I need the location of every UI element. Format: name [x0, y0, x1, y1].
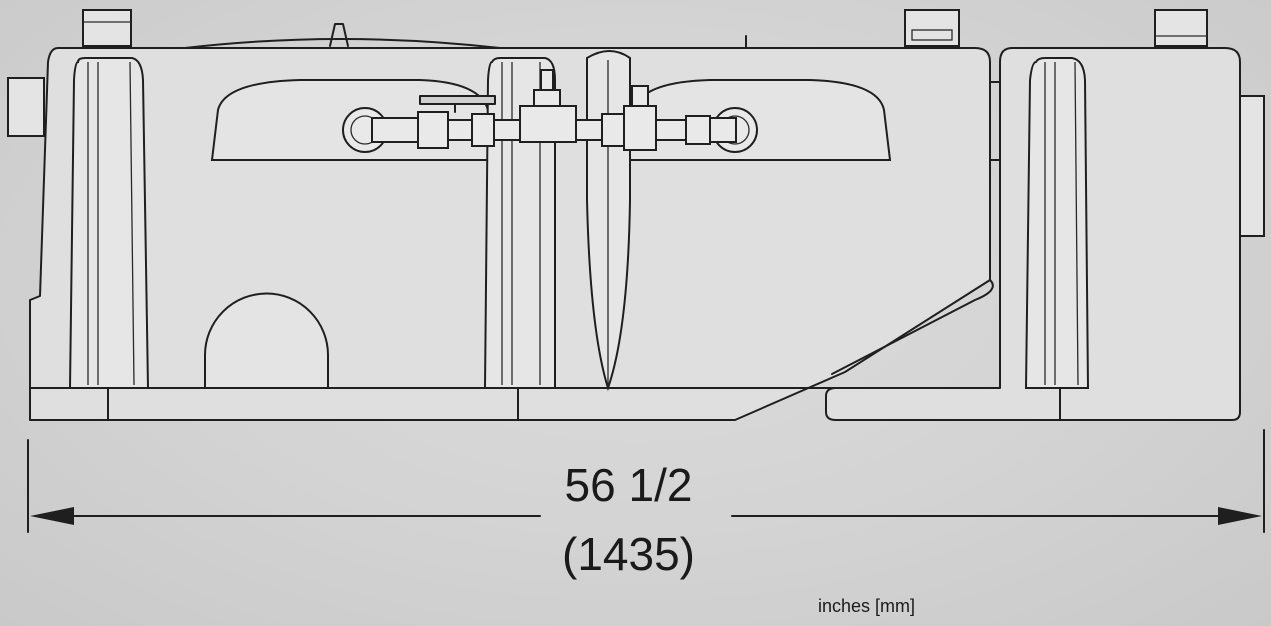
valve-manifold	[371, 69, 737, 151]
rib-right	[1024, 57, 1090, 421]
units-note: inches [mm]	[818, 596, 916, 616]
top-lid-dome	[184, 23, 747, 49]
side-outlet-left	[7, 77, 45, 137]
top-fitting-left	[82, 9, 132, 47]
arrowhead-left	[30, 507, 74, 525]
side-outlet-right	[1239, 95, 1265, 237]
dimension-mm-label: (1435)	[562, 528, 695, 580]
top-fitting-right	[1154, 9, 1208, 47]
rib-left	[68, 57, 150, 421]
dimension-line	[27, 429, 1265, 533]
top-fitting-middle	[904, 9, 960, 47]
dimension-inches-label: 56 1/2	[564, 459, 693, 511]
arrowhead-right	[1218, 507, 1262, 525]
